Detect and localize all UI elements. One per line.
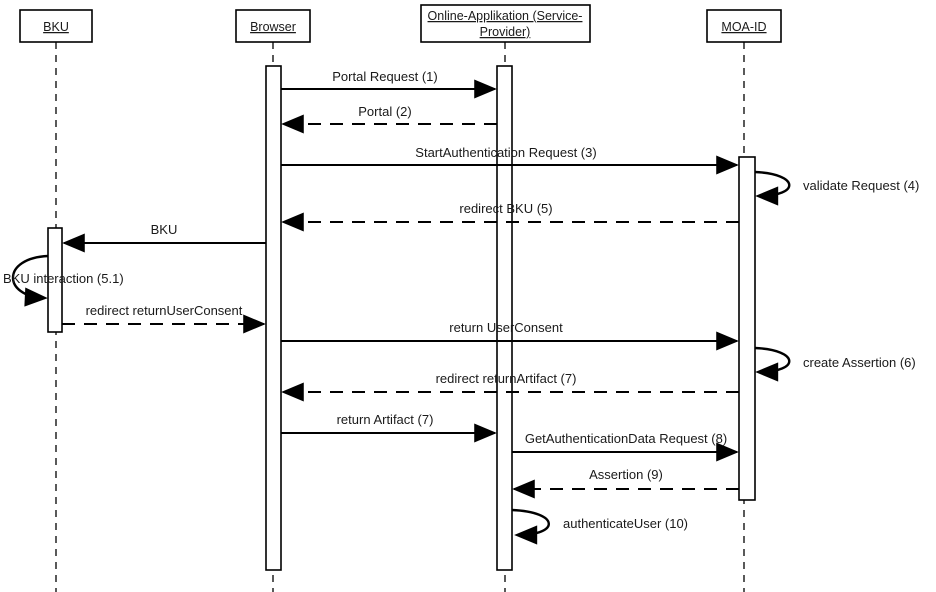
message-label-return-artifact: return Artifact (7) [337, 412, 434, 427]
message-label-bku-interaction: BKU interaction (5.1) [3, 271, 124, 286]
message-label-redirect-bku: redirect BKU (5) [459, 201, 552, 216]
lifeline-box-moaid[interactable] [706, 9, 782, 43]
message-selfloop-bku-interaction[interactable] [11, 254, 49, 307]
lifeline-label-oa-line2: Provider) [480, 25, 531, 39]
lifeline-label-bku: BKU [43, 20, 69, 34]
lifeline-label-moaid: MOA-ID [721, 20, 766, 34]
lifeline-label-oa-line1: Online-Applikation (Service- [428, 9, 583, 23]
message-label-return-userconsent: return UserConsent [449, 320, 563, 335]
message-label-validate-request: validate Request (4) [803, 178, 919, 193]
message-selfloop-create-assertion[interactable] [754, 346, 791, 382]
message-label-redirect-returnuserconsent: redirect returnUserConsent [86, 303, 243, 318]
message-selfloop-validate-request[interactable] [754, 170, 791, 206]
message-label-bku: BKU [151, 222, 178, 237]
activation-bar-bku [47, 227, 63, 333]
message-label-startauthentication-request: StartAuthentication Request (3) [415, 145, 596, 160]
activation-bar-moaid [738, 156, 756, 501]
message-label-assertion: Assertion (9) [589, 467, 663, 482]
message-selfloop-authenticateuser[interactable] [511, 508, 550, 545]
message-label-create-assertion: create Assertion (6) [803, 355, 916, 370]
message-label-portal: Portal (2) [358, 104, 411, 119]
activation-bar-browser [265, 65, 282, 571]
message-label-portal-request: Portal Request (1) [332, 69, 438, 84]
message-label-redirect-returnartifact: redirect returnArtifact (7) [436, 371, 577, 386]
lifeline-label-browser: Browser [250, 20, 296, 34]
message-label-getauthenticationdata-request: GetAuthenticationData Request (8) [525, 431, 727, 446]
lifeline-box-bku[interactable] [19, 9, 93, 43]
lifeline-box-oa[interactable] [420, 4, 591, 43]
activation-bar-oa [496, 65, 513, 571]
lifeline-box-browser[interactable] [235, 9, 311, 43]
message-label-authenticateuser: authenticateUser (10) [563, 516, 688, 531]
